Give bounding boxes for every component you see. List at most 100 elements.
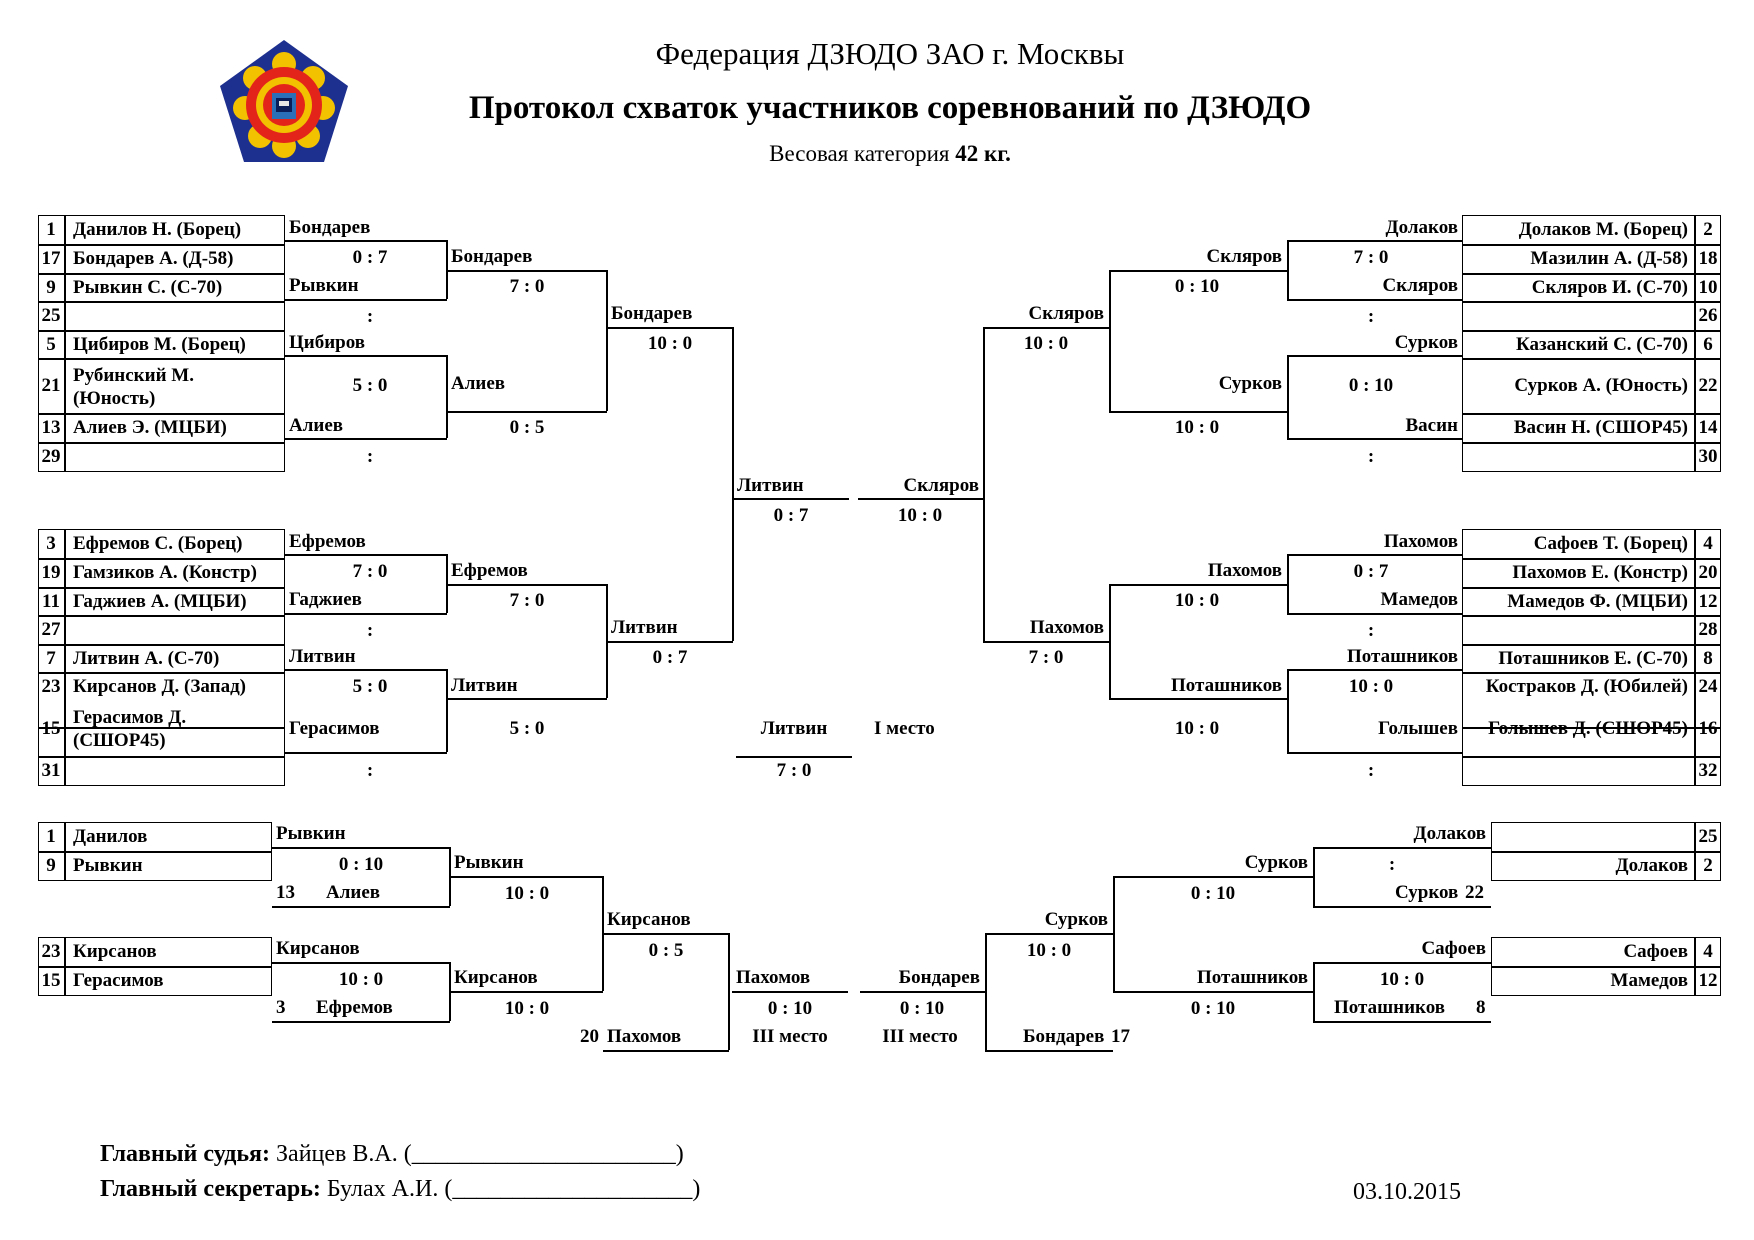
match-winner: Пахомов [1029, 617, 1104, 638]
seed-number: 8 [1476, 997, 1486, 1018]
match-score: : [1367, 760, 1375, 781]
right-table-bottom [1462, 529, 1721, 786]
match-winner: Кирсанов [276, 938, 360, 959]
match-winner: Сурков [1394, 332, 1458, 353]
seed-number: 15 [41, 970, 61, 991]
seed-number: 29 [41, 446, 61, 467]
semifinal-score: 10 : 0 [897, 505, 943, 526]
match-winner: Сурков [1044, 909, 1108, 930]
match-score: 10 : 0 [338, 969, 384, 990]
participant-name: Бондарев А. (Д-58) [73, 248, 234, 269]
match-winner: Поташников [1196, 967, 1308, 988]
participant-name: Кирсанов [73, 941, 157, 962]
participant-name: Литвин А. (С-70) [73, 648, 220, 669]
match-winner: Долаков [1413, 823, 1486, 844]
match-loser: Рывкин [289, 275, 359, 296]
match-score: 10 : 0 [1379, 969, 1425, 990]
match-winner: Поташников [1170, 675, 1282, 696]
match-winner: Рывкин [276, 823, 346, 844]
final-score: 7 : 0 [776, 760, 812, 781]
match-score: 7 : 0 [1353, 247, 1389, 268]
match-winner: Литвин [451, 675, 518, 696]
match-score: 0 : 7 [1353, 561, 1389, 582]
participant-name: Мамедов [1610, 970, 1688, 991]
match-winner: Литвин [611, 617, 678, 638]
match-score: : [366, 446, 374, 467]
seed-number: 1 [46, 219, 56, 240]
bronze-winner: Бондарев [898, 967, 980, 988]
participant-name: Кирсанов Д. (Запад) [73, 676, 247, 697]
match-score: 10 : 0 [1174, 417, 1220, 438]
chief-secretary: Главный секретарь: Булах А.И. (_________… [100, 1176, 701, 1202]
participant-name: Мамедов Ф. (МЦБИ) [1507, 591, 1688, 612]
seed-number: 9 [46, 277, 56, 298]
match-loser: Скляров [1382, 275, 1458, 296]
participant-name: Пахомов Е. (Констр) [1512, 562, 1688, 583]
seed-number: 32 [1698, 760, 1718, 781]
match-score: 0 : 10 [1190, 883, 1236, 904]
seed-number: 27 [41, 619, 61, 640]
match-winner: Кирсанов [454, 967, 538, 988]
seed-number: 15 [41, 718, 61, 739]
semifinal-winner: Скляров [903, 475, 979, 496]
seed-number: 12 [1698, 591, 1718, 612]
match-loser: Васин [1405, 415, 1458, 436]
final-place: I место [874, 718, 935, 739]
bronze-score: 0 : 10 [767, 998, 813, 1019]
seed-number: 7 [46, 648, 56, 669]
match-score: 0 : 10 [1190, 998, 1236, 1019]
participant-name: Гаджиев А. (МЦБИ) [73, 591, 247, 612]
seed-number: 10 [1698, 277, 1718, 298]
match-winner: Цибиров [289, 332, 366, 353]
match-winner: Ефремов [451, 560, 528, 581]
match-loser: Голышев [1378, 718, 1458, 739]
federation-title: Федерация ДЗЮДО ЗАО г. Москвы [655, 36, 1125, 71]
seed-number: 23 [41, 676, 61, 697]
bronze-place: III место [882, 1026, 958, 1047]
seed-number: 18 [1698, 248, 1718, 269]
federation-logo [220, 40, 348, 162]
seed-number: 9 [46, 855, 56, 876]
match-score: : [1367, 306, 1375, 327]
page-title: Протокол схваток участников соревнований… [468, 90, 1312, 126]
match-loser: Мамедов [1380, 589, 1458, 610]
final-winner: Литвин [760, 718, 828, 739]
match-winner: Литвин [289, 646, 356, 667]
seed-number: 2 [1703, 855, 1713, 876]
participant-name: Данилов Н. (Борец) [73, 219, 242, 240]
match-score: : [1367, 620, 1375, 641]
seed-number: 13 [276, 882, 295, 903]
match-score: 10 : 0 [504, 883, 550, 904]
bronze-place: III место [752, 1026, 828, 1047]
participant-name: Сафоев [1623, 941, 1688, 962]
participant-name: Сурков А. (Юность) [1514, 375, 1688, 396]
seed-number: 3 [276, 997, 286, 1018]
match-winner: Поташников [1346, 646, 1458, 667]
chief-judge: Главный судья: Зайцев В.А. (____________… [100, 1141, 684, 1167]
participant-name: Поташников Е. (С-70) [1498, 648, 1688, 669]
match-score: : [366, 306, 374, 327]
seed-number: 17 [1111, 1026, 1130, 1047]
match-winner: Кирсанов [607, 909, 691, 930]
seed-number: 8 [1703, 648, 1713, 669]
match-winner: Сафоев [1421, 938, 1486, 959]
seed-number: 24 [1698, 676, 1718, 697]
participant-name: Данилов [73, 826, 148, 847]
participant-name: Ефремов С. (Борец) [73, 533, 243, 554]
seed-number: 2 [1703, 219, 1713, 240]
participant-name: Сафоев Т. (Борец) [1533, 533, 1688, 554]
seed-number: 14 [1698, 417, 1718, 438]
seed-number: 25 [41, 305, 61, 326]
participant-name: Голышев Д. (СШОР45) [1488, 718, 1688, 739]
seed-number: 1 [46, 826, 56, 847]
match-winner: Долаков [1385, 217, 1458, 238]
match-score: 10 : 0 [504, 998, 550, 1019]
match-winner: Сурков [1244, 852, 1308, 873]
match-loser: Бондарев [1023, 1026, 1105, 1047]
match-winner: Пахомов [1207, 560, 1282, 581]
bronze-score: 0 : 10 [899, 998, 945, 1019]
participant-name: Рывкин [73, 855, 143, 876]
semifinal-winner: Литвин [737, 475, 804, 496]
match-score: 10 : 0 [1174, 590, 1220, 611]
match-score: 10 : 0 [1023, 333, 1069, 354]
